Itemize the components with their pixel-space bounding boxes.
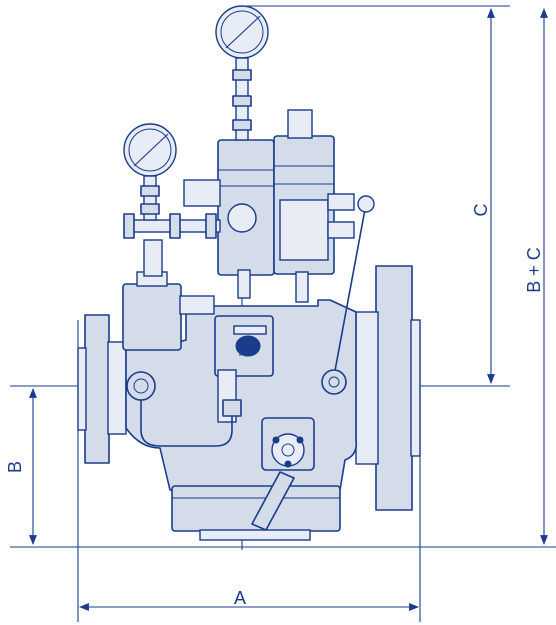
actuator-cover (279, 199, 329, 261)
dimension-c-label: C (471, 204, 491, 217)
gauge-face (215, 5, 269, 59)
handle-lever (251, 471, 295, 531)
gauge-needle-2 (133, 133, 169, 167)
linkage-rod (321, 195, 375, 395)
right-fitting-2 (327, 221, 355, 239)
manifold-down-pipe (143, 239, 163, 277)
actuator-stem (237, 269, 251, 299)
bonnet-base (199, 529, 311, 541)
right-flange-neck (355, 311, 379, 465)
sight-glass-window (233, 325, 267, 335)
bypass-tubing (126, 371, 242, 447)
actuator-top-fitting (287, 109, 313, 139)
manifold-nut-2 (169, 213, 181, 239)
actuator-housing (183, 109, 335, 303)
solenoid-housing (122, 283, 182, 351)
left-flange (84, 314, 110, 464)
right-fitting-1 (327, 193, 355, 211)
manifold-nut-3 (205, 213, 217, 239)
gauge-needle (225, 15, 261, 49)
tubing-nut (222, 399, 242, 417)
dimension-bc-label: B + C (524, 247, 544, 293)
dimension-a-label: A (234, 588, 246, 608)
left-flange-face (77, 347, 87, 431)
gauge-face-2 (123, 123, 177, 177)
pipe-manifold (123, 193, 355, 277)
solenoid-block (122, 271, 215, 351)
side-bracket (183, 179, 221, 207)
right-flange (375, 265, 413, 511)
right-flange-face (410, 319, 421, 457)
left-flange-neck (107, 341, 127, 435)
tubing-loop (140, 400, 233, 447)
actuator-stem-right (295, 271, 309, 303)
solenoid-connector (179, 295, 215, 315)
sight-glass-spring (235, 335, 261, 357)
dimension-b-label: B (5, 461, 25, 473)
manifold-nut-1 (123, 213, 135, 239)
side-pressure-gauge (123, 123, 177, 221)
rod-top-joint (357, 195, 375, 213)
actuator-port (227, 203, 257, 233)
rod-bottom-joint (321, 369, 347, 395)
rod-shaft (333, 203, 367, 377)
tubing-left-port (126, 371, 156, 401)
adjustment-handle (251, 417, 315, 531)
top-pressure-gauge (215, 5, 269, 141)
